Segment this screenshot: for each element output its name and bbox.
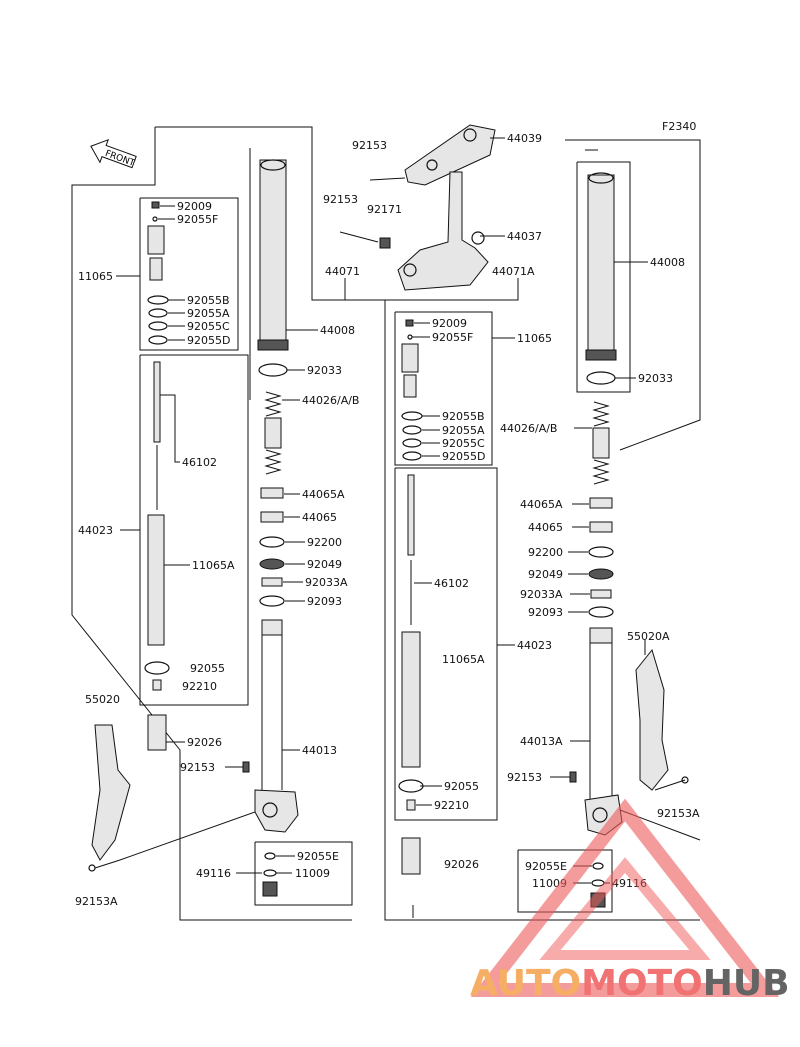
label-46102-left: 46102 [182, 456, 217, 469]
left-damper-box [116, 197, 249, 751]
automotohub-watermark: AUTOMOTOHUB [470, 798, 790, 1004]
label-92153A-left: 92153A [75, 895, 118, 908]
label-92009-right: 92009 [432, 317, 467, 330]
label-92026-right: 92026 [444, 858, 479, 871]
watermark-part-hub: HUB [703, 963, 790, 1004]
label-44013A: 44013A [520, 735, 563, 748]
label-92200-left: 92200 [307, 536, 342, 549]
label-44023-left: 44023 [78, 524, 113, 537]
front-arrow: FRONT [90, 138, 137, 169]
watermark-text: AUTOMOTOHUB [470, 963, 790, 1004]
label-92210-right: 92210 [434, 799, 469, 812]
label-92055B-right: 92055B [442, 410, 485, 423]
label-11065A-left: 11065A [192, 559, 235, 572]
label-92055A-left: 92055A [187, 307, 230, 320]
label-11065-right: 11065 [517, 332, 552, 345]
label-92055-left: 92055 [190, 662, 225, 675]
left-fork-guard [88, 724, 256, 872]
label-92033-right: 92033 [638, 372, 673, 385]
label-44026-right: 44026/A/B [500, 422, 557, 435]
label-92055-right: 92055 [444, 780, 479, 793]
label-92093-left: 92093 [307, 595, 342, 608]
label-44039: 44039 [507, 132, 542, 145]
label-92055E-left: 92055E [297, 850, 339, 863]
label-92055E-right: 92055E [525, 860, 567, 873]
label-92055B-left: 92055B [187, 294, 230, 307]
label-92093-right: 92093 [528, 606, 563, 619]
label-92055F-right: 92055F [432, 331, 473, 344]
label-92026-left: 92026 [187, 736, 222, 749]
label-92153-right: 92153 [507, 771, 542, 784]
label-92210-left: 92210 [182, 680, 217, 693]
label-92153-left-low: 92153 [180, 761, 215, 774]
label-11065A-right: 11065A [442, 653, 485, 666]
label-44037: 44037 [507, 230, 542, 243]
left-outer-tube [225, 159, 318, 833]
label-55020: 55020 [85, 693, 120, 706]
label-44013: 44013 [302, 744, 337, 757]
label-49116-left: 49116 [196, 867, 231, 880]
label-92153A-right: 92153A [657, 807, 700, 820]
triple-clamps [339, 124, 519, 301]
boundary-lines [71, 126, 701, 921]
label-92055D-right: 92055D [442, 450, 485, 463]
label-92153-mid: 92153 [323, 193, 358, 206]
label-92055F-left: 92055F [177, 213, 218, 226]
label-92055A-right: 92055A [442, 424, 485, 437]
label-44065A-left: 44065A [302, 488, 345, 501]
label-46102-right: 46102 [434, 577, 469, 590]
right-damper-box [394, 311, 515, 918]
watermark-part-moto: MOTO [581, 963, 703, 1004]
label-92049-left: 92049 [307, 558, 342, 571]
label-92200-right: 92200 [528, 546, 563, 559]
label-44065A-right: 44065A [520, 498, 563, 511]
label-44065-left: 44065 [302, 511, 337, 524]
label-92055D-left: 92055D [187, 334, 230, 347]
label-11009-left: 11009 [295, 867, 330, 880]
label-92033A-left: 92033A [305, 576, 348, 589]
label-44008-left: 44008 [320, 324, 355, 337]
label-11065-left: 11065 [78, 270, 113, 283]
label-55020A: 55020A [627, 630, 670, 643]
label-44071A: 44071A [492, 265, 535, 278]
label-92033-left: 92033 [307, 364, 342, 377]
label-44026-left: 44026/A/B [302, 394, 359, 407]
label-92049-right: 92049 [528, 568, 563, 581]
label-92171: 92171 [367, 203, 402, 216]
label-92055C-left: 92055C [187, 320, 230, 333]
label-44065-right: 44065 [528, 521, 563, 534]
label-92033A-right: 92033A [520, 588, 563, 601]
label-44008-right: 44008 [650, 256, 685, 269]
watermark-part-auto: AUTO [470, 963, 581, 1004]
right-outer-tube [550, 149, 648, 836]
label-44023-right: 44023 [517, 639, 552, 652]
diagram-ref: F2340 [662, 120, 696, 133]
label-92153-top: 92153 [352, 139, 387, 152]
label-92009-left: 92009 [177, 200, 212, 213]
left-bleed-box [236, 841, 353, 906]
label-92055C-right: 92055C [442, 437, 485, 450]
right-fork-guard [619, 640, 701, 841]
label-44071: 44071 [325, 265, 360, 278]
